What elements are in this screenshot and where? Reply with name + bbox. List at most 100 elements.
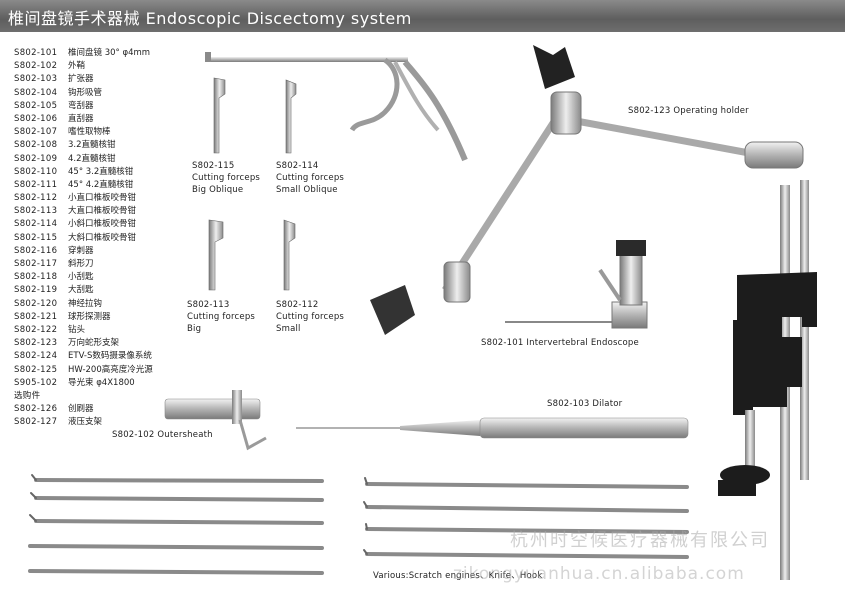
part-code: S802-112 [14,193,58,204]
part-name: 创刷器 [68,404,94,415]
label-line1: Cutting forceps [276,312,345,322]
part-code: S802-108 [14,140,58,151]
part-name: 45° 3.2直髓核钳 [68,166,134,177]
label-dilator: S802-103 Dilator [547,399,623,409]
part-name: 嗜性取物棒 [68,127,111,138]
part-name: 球形探测器 [68,311,111,322]
part-name: ETV-S数码摄录像系统 [68,351,152,362]
part-code: S802-120 [14,298,58,309]
label-code: S802-114 [276,161,319,171]
dilator-illustration [296,417,689,439]
part-name: 钻头 [68,324,86,335]
part-code: S802-102 [14,61,58,72]
label-cutting-forceps-112: S802-112 Cutting forceps Small [276,299,344,335]
part-list-item: S802-101 椎间盘镜 30° φ4mm [14,47,184,60]
part-code: S802-113 [14,206,58,217]
label-operating-holder: S802-123 Operating holder [628,106,749,116]
part-code: S802-122 [14,324,58,335]
part-name: 4.2直髓核钳 [68,153,116,164]
part-name: 外鞘 [68,61,86,72]
part-list-item: S802-103 扩张器 [14,73,184,86]
label-code: S802-112 [276,300,319,310]
part-name: HW-200高亮度冷光源 [68,364,153,375]
label-scratch-instruments: Various:Scratch engines、Knife、Hook [373,571,543,581]
part-name: 穿刺器 [68,245,94,256]
part-name: 3.2直髓核钳 [68,140,116,151]
page-title: 椎间盘镜手术器械 Endoscopic Discectomy system [8,9,412,28]
part-code: S802-103 [14,74,58,85]
part-code: S802-115 [14,232,58,243]
part-name: 大斜口椎板咬骨钳 [68,232,137,243]
part-list-item: S802-127 液压支架 [14,416,184,429]
part-name: 万向蛇形支架 [68,338,120,349]
label-code: S802-115 [192,161,235,171]
part-code: S802-104 [14,87,58,98]
part-list-item: S802-114 小斜口椎板咬骨钳 [14,218,184,231]
part-list-item: S802-124 ETV-S数码摄录像系统 [14,350,184,363]
watermark-company: 杭州时空候医疗器械有限公司 [510,530,770,551]
part-code: S802-124 [14,351,58,362]
forceps-tip-illustrations [208,77,297,291]
outersheath-illustration [164,390,267,451]
label-cutting-forceps-113: S802-113 Cutting forceps Big [187,299,255,335]
label-endoscope: S802-101 Intervertebral Endoscope [481,338,639,348]
label-line1: Cutting forceps [187,312,256,322]
part-name: 导光束 φ4X1800 [68,377,135,388]
part-code: S802-109 [14,153,58,164]
part-name: 液压支架 [68,417,103,428]
part-list-item: S802-112 小直口椎板咬骨钳 [14,192,184,205]
label-cutting-forceps-115: S802-115 Cutting forceps Big Oblique [192,160,260,196]
part-code: S802-105 [14,100,58,111]
part-name: 小直口椎板咬骨钳 [68,193,137,204]
part-list-item: S802-107 嗜性取物棒 [14,126,184,139]
part-code: S802-127 [14,417,58,428]
part-name: 扩张器 [68,74,94,85]
part-code: S802-118 [14,272,58,283]
label-line2: Small Oblique [276,185,338,195]
part-code: 选购件 [14,390,41,401]
operating-holder-illustration [370,45,817,580]
label-line2: Big Oblique [192,185,244,195]
endoscope-illustration [505,240,648,329]
label-line1: Cutting forceps [192,173,261,183]
kerrison-rongeur-illustration [205,52,468,162]
part-list-item: S802-113 大直口椎板咬骨钳 [14,205,184,218]
part-code: S802-110 [14,166,58,177]
part-name: 45° 4.2直髓核钳 [68,179,134,190]
part-code: S802-101 [14,48,58,58]
part-name: 小斜口椎板咬骨钳 [68,219,137,230]
header-bar: 椎间盘镜手术器械 Endoscopic Discectomy system [0,0,845,32]
part-list-item: S802-111 45° 4.2直髓核钳 [14,179,184,192]
part-list-item: S802-115 大斜口椎板咬骨钳 [14,232,184,245]
part-name: 大刮匙 [68,285,94,296]
part-code: S802-117 [14,259,58,269]
part-list-item: S802-126 创刷器 [14,403,184,416]
part-code: S802-114 [14,219,58,230]
part-name: 大直口椎板咬骨钳 [68,206,137,217]
part-list-item: S802-122 钻头 [14,324,184,337]
part-code: S802-119 [14,285,58,296]
part-code: S802-107 [14,127,58,138]
part-list-item: S802-125 HW-200高亮度冷光源 [14,364,184,377]
part-list-item: 选购件 [14,390,184,403]
label-line1: Cutting forceps [276,173,345,183]
scratch-instrument-illustrations [28,474,689,575]
part-code: S802-111 [14,179,58,190]
part-name: 椎间盘镜 30° φ4mm [68,48,151,58]
label-line2: Big [187,324,202,334]
part-code: S802-126 [14,404,58,415]
part-list-item: S802-119 大刮匙 [14,284,184,297]
part-code: S802-123 [14,338,58,349]
part-code: S802-125 [14,364,58,375]
watermark-url: zikongyuanhua.cn.alibaba.com [453,564,745,584]
part-code: S802-106 [14,113,58,124]
